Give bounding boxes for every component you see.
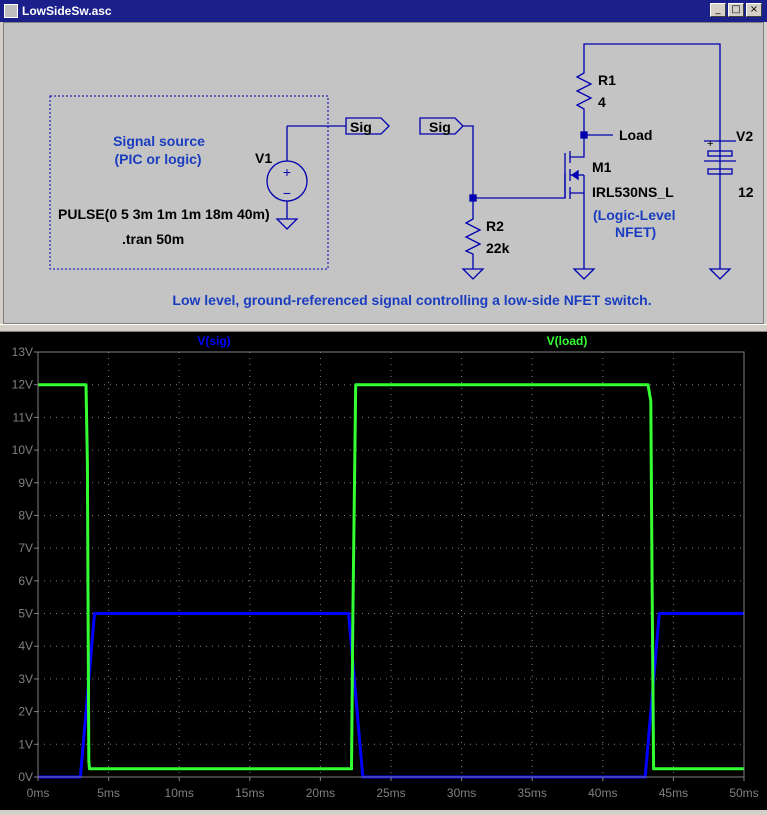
x-tick-label: 5ms [97, 786, 120, 800]
v2-plus: + [707, 138, 713, 150]
source-label-1: Signal source [113, 133, 205, 149]
sig-in-label: Sig [429, 119, 451, 135]
source-box [49, 95, 329, 270]
y-tick-label: 1V [18, 737, 33, 751]
r2-resistor[interactable] [461, 214, 485, 280]
plot-grid [38, 352, 744, 777]
load-net-label: Load [619, 127, 652, 143]
y-tick-label: 4V [18, 639, 33, 653]
maximize-button[interactable]: □ [728, 3, 744, 17]
x-tick-label: 45ms [659, 786, 688, 800]
x-tick-label: 30ms [447, 786, 476, 800]
series-line-1 [38, 383, 744, 771]
window-title-bar[interactable]: LowSideSw.asc _ □ × [0, 0, 767, 22]
series-line-0 [38, 612, 744, 779]
plot-frame [37, 351, 745, 778]
v1-source[interactable]: + − [266, 125, 346, 219]
y-tick-label: 13V [12, 345, 33, 359]
gate-wiring [463, 125, 566, 214]
x-tick-label: 0ms [27, 786, 50, 800]
y-tick-label: 7V [18, 541, 33, 555]
schematic-canvas: Signal source (PIC or logic) + − V1 PULS… [49, 43, 754, 308]
close-button[interactable]: × [746, 3, 762, 17]
sig-out-label: Sig [350, 119, 372, 135]
sig-out-flag[interactable]: Sig [345, 117, 390, 135]
schematic-caption: Low level, ground-referenced signal cont… [172, 292, 651, 308]
m1-note-1: (Logic-Level [593, 207, 675, 223]
v1-value: PULSE(0 5 3m 1m 1m 18m 40m) [58, 206, 270, 222]
x-tick-label: 10ms [165, 786, 194, 800]
v1-name: V1 [255, 150, 272, 166]
x-tick-label: 25ms [376, 786, 405, 800]
schematic-pane[interactable]: Signal source (PIC or logic) + − V1 PULS… [3, 22, 764, 324]
ground-icon [275, 218, 299, 230]
sig-in-flag[interactable]: Sig [419, 117, 464, 135]
waveform-pane[interactable]: 0V 1V 2V 3V 4V 5V 6V 7V 8V 9V 10V 11V 12V 13V 0ms 5ms 10… [0, 332, 767, 810]
y-tick-label: 5V [18, 607, 33, 621]
y-tick-label: 8V [18, 508, 33, 522]
svg-text:+: + [283, 164, 291, 180]
x-tick-label: 50ms [729, 786, 758, 800]
legend-entry-1: V(load) [547, 334, 588, 348]
v2-value: 12 [738, 184, 754, 200]
y-tick-label: 11V [13, 410, 33, 424]
plot-axes: 0V 1V 2V 3V 4V 5V 6V 7V 8V 9V 10V 11V 12V 13V 0ms 5ms 10… [12, 345, 759, 800]
plot-series [38, 383, 744, 779]
svg-text:−: − [283, 185, 291, 201]
y-tick-label: 6V [18, 574, 33, 588]
waveform-plot[interactable]: 0V 1V 2V 3V 4V 5V 6V 7V 8V 9V 10V 11V 12V 13V 0ms 5ms 10… [0, 332, 767, 810]
y-tick-label: 2V [18, 705, 33, 719]
m1-model: IRL530NS_L [592, 184, 674, 200]
y-tick-label: 9V [18, 476, 33, 490]
legend-entry-0: V(sig) [197, 334, 230, 348]
r1-value: 4 [598, 94, 606, 110]
x-tick-label: 40ms [588, 786, 617, 800]
source-label-2: (PIC or logic) [114, 151, 201, 167]
x-tick-label: 35ms [518, 786, 547, 800]
x-tick-label: 15ms [235, 786, 264, 800]
y-tick-label: 10V [12, 443, 33, 457]
supply-wiring [583, 43, 732, 280]
r1-name: R1 [598, 72, 616, 88]
minimize-button[interactable]: _ [710, 3, 726, 17]
m1-name: M1 [592, 159, 612, 175]
pane-divider[interactable] [0, 324, 767, 332]
m1-nfet[interactable] [564, 151, 596, 280]
y-tick-label: 12V [12, 378, 33, 392]
v2-name: V2 [736, 128, 753, 144]
r2-name: R2 [486, 218, 504, 234]
y-tick-label: 0V [18, 770, 33, 784]
window-title: LowSideSw.asc [22, 4, 112, 18]
app-icon [4, 4, 18, 18]
plot-legend[interactable]: V(sig) V(load) [197, 334, 587, 348]
y-tick-label: 3V [18, 672, 33, 686]
tran-directive[interactable]: .tran 50m [122, 231, 184, 247]
r2-value: 22k [486, 240, 510, 256]
x-tick-label: 20ms [306, 786, 335, 800]
v2-battery[interactable] [704, 140, 736, 176]
m1-note-2: NFET) [615, 224, 656, 240]
r1-resistor[interactable] [575, 66, 613, 153]
